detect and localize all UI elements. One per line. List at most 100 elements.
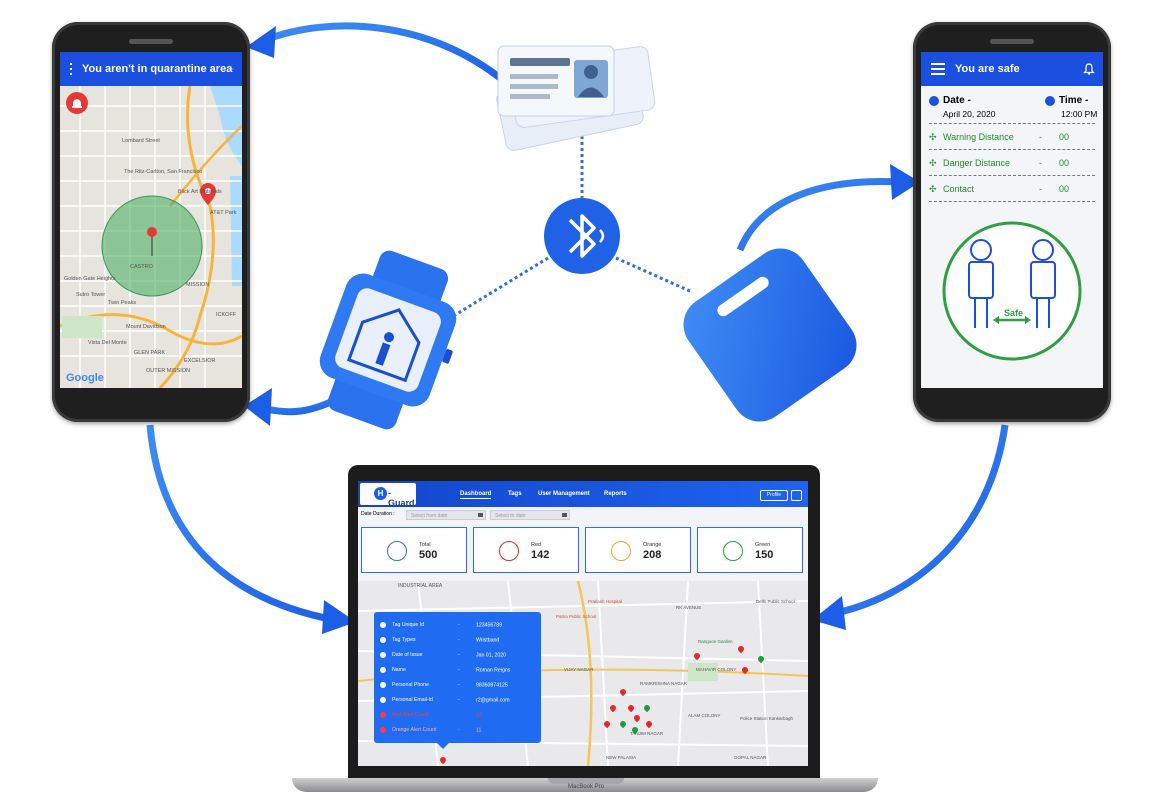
map-label: Golden Gate Heights	[64, 276, 116, 282]
bell-icon[interactable]	[232, 63, 234, 75]
left-phone-screen: You aren't in quarantine area	[60, 52, 242, 388]
bluetooth-tag-icon	[683, 248, 857, 422]
left-phone: You aren't in quarantine area	[52, 22, 250, 422]
laptop-model-label: MacBook Pro	[567, 784, 604, 790]
map-label: CASTRO	[130, 264, 153, 270]
time-value: 12:00 PM	[1061, 109, 1098, 119]
check-circle-icon	[387, 541, 407, 561]
contact-icon: ✣	[929, 184, 937, 194]
separator: -	[1039, 132, 1042, 142]
hguard-logo[interactable]: H -Guard	[360, 483, 416, 508]
total-card[interactable]: Total 500	[361, 527, 467, 573]
from-date-placeholder: Select from date	[411, 513, 448, 519]
bell-icon[interactable]	[1083, 63, 1095, 75]
safe-distance-illustration	[942, 221, 1082, 361]
left-app-title: You aren't in quarantine area	[81, 63, 233, 75]
card-value: 142	[531, 549, 550, 561]
red-card[interactable]: Red 142	[473, 527, 579, 573]
nav-user-management[interactable]: User Management	[538, 491, 590, 497]
bluetooth-icon	[544, 198, 620, 274]
card-value: 150	[755, 549, 774, 561]
map-label: GLEN PARK	[134, 350, 166, 356]
divider	[929, 175, 1095, 176]
nav-reports[interactable]: Reports	[604, 491, 627, 497]
map-label: NEW PALASIA	[606, 755, 637, 760]
map-label: GOPAL NAGAR	[734, 755, 767, 760]
power-icon[interactable]	[791, 490, 802, 501]
popup-row: Personal Email-Id-r2@gmail.com	[380, 697, 510, 703]
map-label: ICKOFF	[216, 312, 237, 318]
map-label: Twin Peaks	[108, 300, 137, 306]
arrowhead	[890, 164, 920, 200]
map-label: VIJAY NAGAR	[564, 667, 594, 672]
arrow-tag-to-right-phone	[736, 178, 901, 252]
menu-icon[interactable]	[931, 60, 945, 78]
calendar-icon	[929, 96, 939, 106]
google-logo: Google	[66, 372, 104, 384]
laptop-notch	[548, 778, 624, 784]
from-date-input[interactable]: Select from date	[406, 510, 486, 520]
logo-text: -Guard	[388, 488, 415, 508]
safe-label: Safe	[1004, 308, 1024, 318]
popup-row: Date of Issue-Jan 01, 2020	[380, 652, 506, 658]
divider	[929, 123, 1095, 124]
profile-dropdown[interactable]: Profile	[760, 490, 788, 501]
map-label: ALAM COLONY	[688, 713, 721, 718]
map-label: INDUSTRIAL AREA	[398, 583, 443, 589]
to-date-placeholder: Select to date	[495, 513, 526, 519]
arrow-left-phone-to-laptop	[146, 424, 336, 624]
map-label: MAHAVIR COLONY	[696, 667, 737, 672]
left-app-bar: You aren't in quarantine area	[60, 52, 242, 86]
danger-distance-label: Danger Distance	[943, 158, 1011, 168]
dashboard-screen: H -Guard Dashboard Tags User Management …	[358, 481, 808, 766]
smartwatch-icon	[319, 250, 457, 430]
warning-distance-label: Warning Distance	[943, 132, 1014, 142]
quarantine-map[interactable]: Lombard Street The Ritz-Carlton, San Fra…	[60, 86, 242, 388]
alarm-icon[interactable]	[66, 92, 88, 114]
card-value: 208	[643, 549, 662, 561]
map-label: OUTER MISSION	[146, 368, 191, 374]
map-label: Mount Davidson	[126, 324, 166, 330]
divider	[929, 149, 1095, 150]
arrowhead	[246, 26, 276, 58]
contact-label: Contact	[943, 184, 975, 194]
arrowhead	[322, 600, 356, 634]
nav-tags[interactable]: Tags	[508, 491, 522, 497]
bluetooth-link	[454, 256, 549, 317]
map-label: Patna Public School	[556, 614, 597, 619]
card-label: Green	[755, 542, 771, 548]
nav-dashboard[interactable]: Dashboard	[460, 491, 492, 499]
id-cards-icon	[496, 45, 656, 151]
arrow-right-phone-to-laptop	[831, 424, 1009, 618]
danger-distance-value: 00	[1059, 158, 1070, 168]
popup-pointer	[437, 743, 449, 749]
green-card[interactable]: Green 150	[697, 527, 803, 573]
calendar-icon[interactable]	[478, 513, 483, 517]
tag-info-popup: Tag Unique Id-123456789 Tag Types-Wristb…	[374, 612, 541, 743]
map-label: RK AVENUE	[676, 605, 702, 610]
logo-mark: H	[374, 487, 387, 500]
menu-icon[interactable]	[70, 60, 72, 78]
calendar-icon[interactable]	[562, 513, 567, 517]
contact-value: 00	[1059, 184, 1070, 194]
map-label: The Ritz-Carlton, San Francisco	[124, 169, 203, 175]
phone-speaker	[990, 39, 1034, 44]
orange-card[interactable]: Orange 208	[585, 527, 691, 573]
popup-row-red-alert: Red Alert Count-22	[380, 712, 482, 718]
popup-row: Name-Roman Reigns	[380, 667, 510, 673]
distance-icon: ✣	[929, 158, 937, 168]
divider	[929, 201, 1095, 202]
separator: -	[1039, 184, 1042, 194]
clock-icon	[1045, 96, 1055, 106]
map-label: Vista Del Monte	[88, 340, 127, 346]
arrowhead	[244, 388, 272, 426]
map-label: Delhi Public School	[756, 599, 795, 604]
to-date-input[interactable]: Select to date	[490, 510, 570, 520]
date-duration-label: Date Duration :	[361, 511, 395, 517]
map-roads	[60, 86, 242, 388]
right-app-title: You are safe	[955, 63, 1020, 75]
map-label: AT&T Park	[210, 210, 237, 216]
map-label: Sutro Tower	[76, 292, 106, 298]
card-label: Red	[531, 542, 542, 548]
